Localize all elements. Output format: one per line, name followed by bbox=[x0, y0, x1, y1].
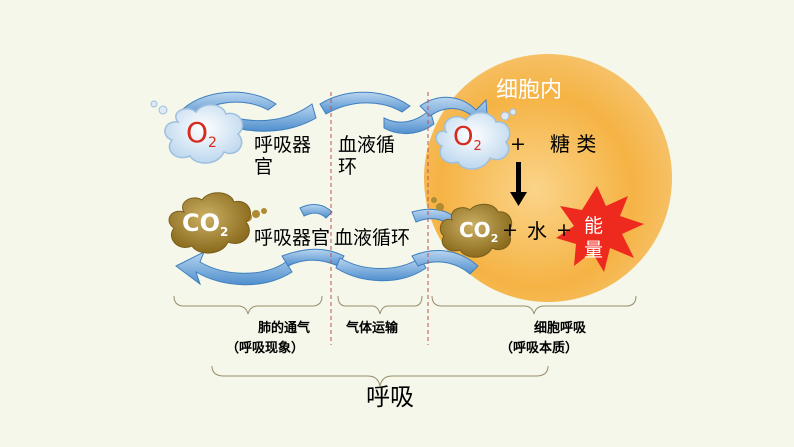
lung-ventilation-note: （呼吸现象） bbox=[226, 341, 305, 356]
cell-o2-letter: O bbox=[453, 122, 474, 152]
o2-cloud-cell bbox=[435, 108, 517, 170]
co2-cloud-left bbox=[168, 192, 267, 254]
co2-cloud-cell bbox=[431, 197, 513, 258]
o2-letter: O bbox=[186, 116, 209, 149]
top-blood-label: 血液循环 bbox=[338, 134, 396, 178]
energy-star bbox=[556, 186, 644, 272]
co2-letters: CO bbox=[182, 209, 221, 237]
cell-o2-subscript: 2 bbox=[473, 138, 482, 154]
cell-co2-letters: CO bbox=[459, 218, 491, 242]
energy-label: 能量 bbox=[584, 215, 604, 261]
o2-cloud-left bbox=[150, 100, 244, 164]
sugar-label: 糖 类 bbox=[550, 132, 597, 156]
plus-sign-2: + bbox=[502, 219, 518, 241]
gas-transport-label: 气体运输 bbox=[346, 321, 399, 336]
water-label: 水 bbox=[527, 219, 547, 243]
co2-subscript: 2 bbox=[220, 224, 229, 239]
cell-co2-subscript: 2 bbox=[490, 231, 499, 245]
o2-subscript: 2 bbox=[208, 134, 217, 151]
cell-respiration-label: 细胞呼吸 bbox=[534, 321, 587, 336]
co2-label-cell: CO2 bbox=[459, 219, 498, 250]
o2-label-cell: O2 bbox=[453, 124, 482, 158]
braces bbox=[173, 295, 637, 387]
lung-ventilation-label: 肺的通气 bbox=[258, 321, 311, 336]
co2-label-left: CO2 bbox=[182, 209, 229, 243]
plus-sign-1: + bbox=[510, 133, 526, 155]
cell-respiration-note: （呼吸本质） bbox=[500, 341, 579, 356]
respiration-title: 呼吸 bbox=[366, 383, 414, 411]
plus-sign-3: + bbox=[556, 219, 572, 241]
top-organ-label: 呼吸器官 bbox=[254, 134, 312, 178]
flow-arrows-bottom bbox=[175, 204, 479, 286]
bottom-blood-label: 血液循环 bbox=[334, 227, 411, 249]
down-arrow-icon bbox=[510, 162, 527, 206]
cell-title: 细胞内 bbox=[496, 78, 563, 103]
o2-label-left: O2 bbox=[186, 119, 217, 154]
bottom-organ-label: 呼吸器官 bbox=[254, 227, 331, 249]
